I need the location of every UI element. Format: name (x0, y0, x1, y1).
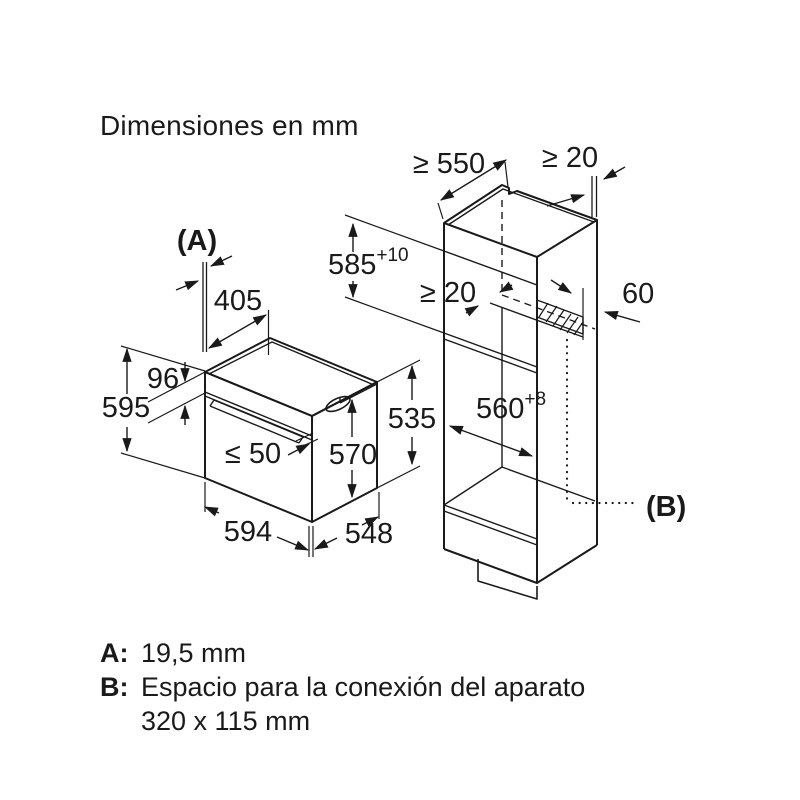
dim-shelf-gap (464, 281, 514, 317)
dim-535 (376, 359, 421, 489)
dim-wall-gap (546, 166, 626, 207)
legend-row-a: A: 19,5 mm (100, 636, 585, 670)
label-405: 405 (214, 285, 262, 317)
label-connection-B: (B) (646, 491, 686, 523)
label-96: 96 (147, 363, 179, 395)
label-585: 585+10 (328, 245, 409, 281)
vent-hatch (536, 288, 584, 340)
dim-585 (344, 214, 445, 334)
cabinet-details (443, 176, 598, 600)
legend: A: 19,5 mm B: Espacio para la conexión d… (100, 636, 585, 738)
dim-60 (603, 311, 641, 323)
legend-value-a: 19,5 mm (141, 638, 247, 668)
label-550: ≥ 550 (413, 148, 485, 180)
label-560: 560+8 (476, 389, 546, 425)
dim-trim-A (175, 255, 233, 352)
legend-key-b: B: (100, 672, 129, 702)
legend-value-b: Espacio para la conexión del aparato (141, 672, 586, 702)
label-570: 570 (329, 439, 377, 471)
dim-550 (437, 159, 509, 220)
label-wall-gap: ≥ 20 (542, 142, 598, 174)
dim-548 (313, 492, 380, 550)
label-50: ≤ 50 (225, 438, 281, 470)
dim-595 (120, 345, 206, 479)
dim-50 (287, 432, 319, 456)
legend-key-a: A: (100, 638, 129, 668)
label-60: 60 (622, 278, 654, 310)
dim-594 (203, 482, 314, 557)
oven-details (204, 341, 378, 444)
label-595: 595 (102, 392, 150, 424)
cabinet-drawing (443, 176, 598, 600)
dim-560 (448, 425, 534, 457)
legend-row-b: B: Espacio para la conexión del aparato (100, 670, 585, 704)
label-trim-A: (A) (177, 225, 217, 257)
dim-405 (207, 310, 270, 355)
connection-leader (565, 338, 640, 505)
label-594: 594 (224, 516, 272, 548)
label-535: 535 (388, 403, 436, 435)
legend-value-b2: 320 x 115 mm (141, 706, 311, 736)
hatch-arrow (550, 279, 572, 294)
label-shelf-gap: ≥ 20 (420, 277, 476, 309)
oven-drawing (204, 337, 378, 523)
label-548: 548 (345, 518, 393, 550)
page-title: Dimensiones en mm (100, 110, 359, 141)
